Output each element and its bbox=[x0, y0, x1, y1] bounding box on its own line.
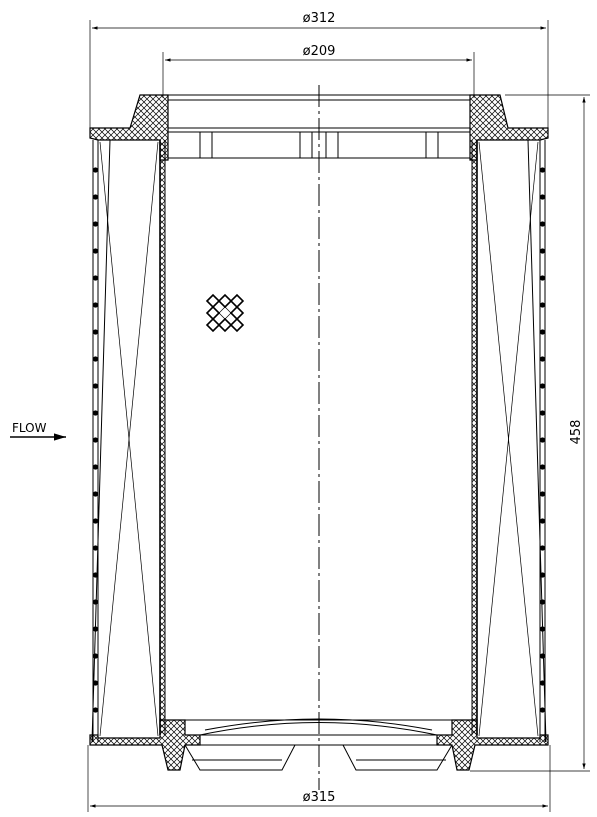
perforation-hole bbox=[92, 464, 99, 470]
perforation-hole bbox=[92, 599, 99, 605]
perforation-left bbox=[92, 167, 99, 713]
dim-outer-top-label: ø312 bbox=[303, 11, 336, 26]
dimension-outer-bottom: ø315 bbox=[87, 745, 551, 812]
perforation-hole bbox=[539, 464, 546, 470]
perforation-hole bbox=[539, 275, 546, 281]
perforation-hole bbox=[539, 356, 546, 362]
perforation-hole bbox=[539, 302, 546, 308]
dim-outer-bottom-label: ø315 bbox=[303, 790, 336, 805]
perforation-hole bbox=[539, 194, 546, 200]
perforation-hole bbox=[539, 707, 546, 713]
perforation-hole bbox=[92, 167, 99, 173]
bottom-end-cap bbox=[89, 718, 549, 771]
perforation-hole bbox=[539, 653, 546, 659]
perforation-hole bbox=[92, 437, 99, 443]
perforation-hole bbox=[539, 545, 546, 551]
perforation-hole bbox=[92, 194, 99, 200]
perforation-hole bbox=[539, 248, 546, 254]
perforation-hole bbox=[539, 491, 546, 497]
perforation-hole bbox=[92, 707, 99, 713]
dimension-outer-top: ø312 bbox=[89, 11, 549, 130]
filter-media-left bbox=[91, 139, 161, 743]
dim-inner-top-label: ø209 bbox=[303, 44, 336, 59]
perforation-hole bbox=[539, 167, 546, 173]
dimension-height: 458 bbox=[470, 94, 590, 772]
dim-height-label: 458 bbox=[569, 420, 584, 445]
inner-core-tube bbox=[159, 140, 478, 735]
perforation-hole bbox=[92, 653, 99, 659]
perforation-hole bbox=[92, 302, 99, 308]
dimension-inner-top: ø209 bbox=[162, 44, 475, 98]
perforation-hole bbox=[92, 491, 99, 497]
perforation-hole bbox=[539, 410, 546, 416]
flow-label: FLOW bbox=[12, 421, 47, 435]
perforation-hole bbox=[92, 356, 99, 362]
perforation-hole bbox=[539, 329, 546, 335]
perforation-hole bbox=[539, 518, 546, 524]
flow-indicator: FLOW bbox=[10, 421, 66, 441]
perforation-hole bbox=[92, 545, 99, 551]
mesh-symbol-icon bbox=[205, 293, 245, 333]
perforation-hole bbox=[539, 599, 546, 605]
perforation-hole bbox=[539, 437, 546, 443]
perforation-hole bbox=[92, 383, 99, 389]
perforation-hole bbox=[92, 221, 99, 227]
perforation-hole bbox=[92, 275, 99, 281]
perforation-hole bbox=[92, 518, 99, 524]
filter-media-right bbox=[476, 139, 547, 743]
perforation-hole bbox=[539, 383, 546, 389]
perforation-hole bbox=[92, 329, 99, 335]
perforation-hole bbox=[539, 221, 546, 227]
perforation-hole bbox=[92, 410, 99, 416]
perforation-hole bbox=[92, 248, 99, 254]
